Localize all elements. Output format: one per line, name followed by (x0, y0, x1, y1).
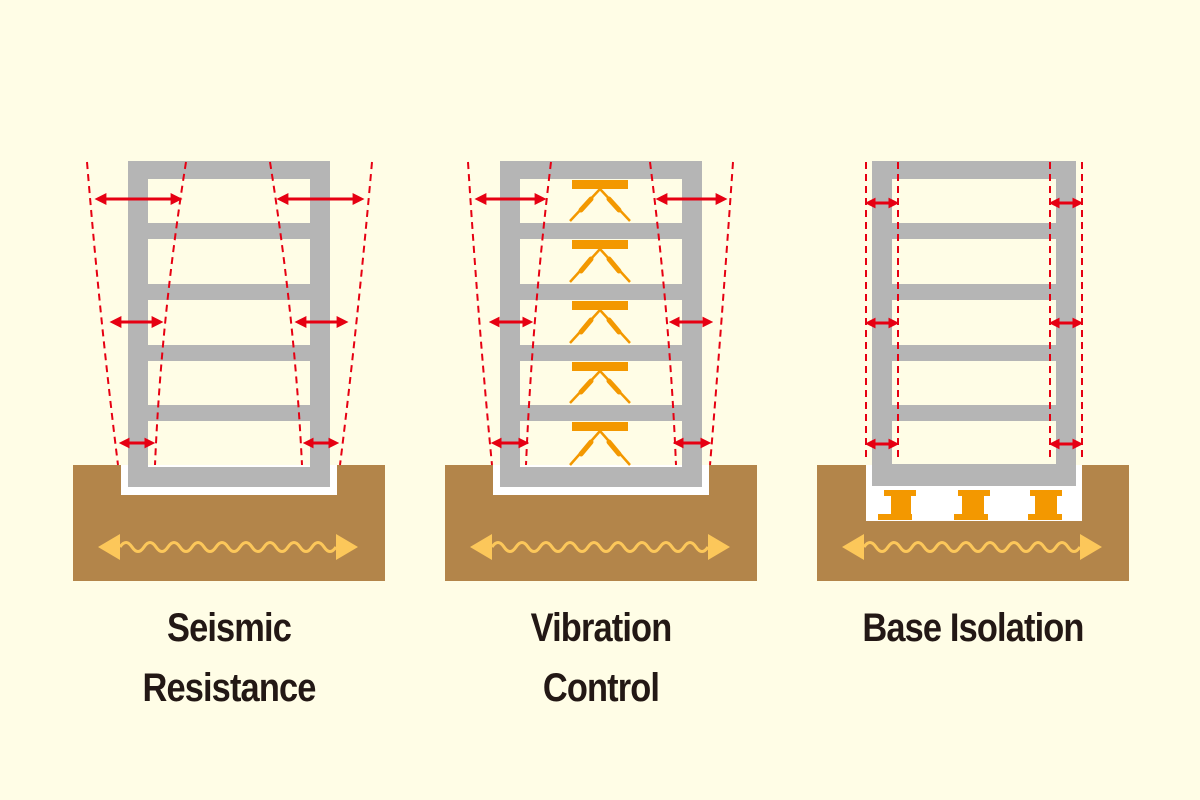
label-vibration-control: Vibration Control (530, 606, 673, 710)
damper-braces (569, 180, 631, 466)
displacement-arrows (474, 193, 728, 449)
isolation-bearings (878, 490, 1062, 520)
building-frame (500, 161, 702, 487)
displacement-arrows (94, 193, 365, 449)
ground-wave-arrow (470, 534, 730, 560)
ground-wave-arrow (842, 534, 1102, 560)
label-base-isolation: Base Isolation (862, 606, 1084, 650)
building-frame (872, 161, 1076, 486)
ground-wave-arrow (98, 534, 358, 560)
displacement-arrows (864, 197, 1084, 450)
vertical-guide-lines (865, 162, 1083, 462)
panel-vibration-control (445, 161, 757, 581)
label-seismic-resistance: Seismic Resistance (142, 606, 316, 710)
panel-base-isolation (817, 161, 1129, 581)
panel-seismic-resistance (73, 161, 385, 581)
